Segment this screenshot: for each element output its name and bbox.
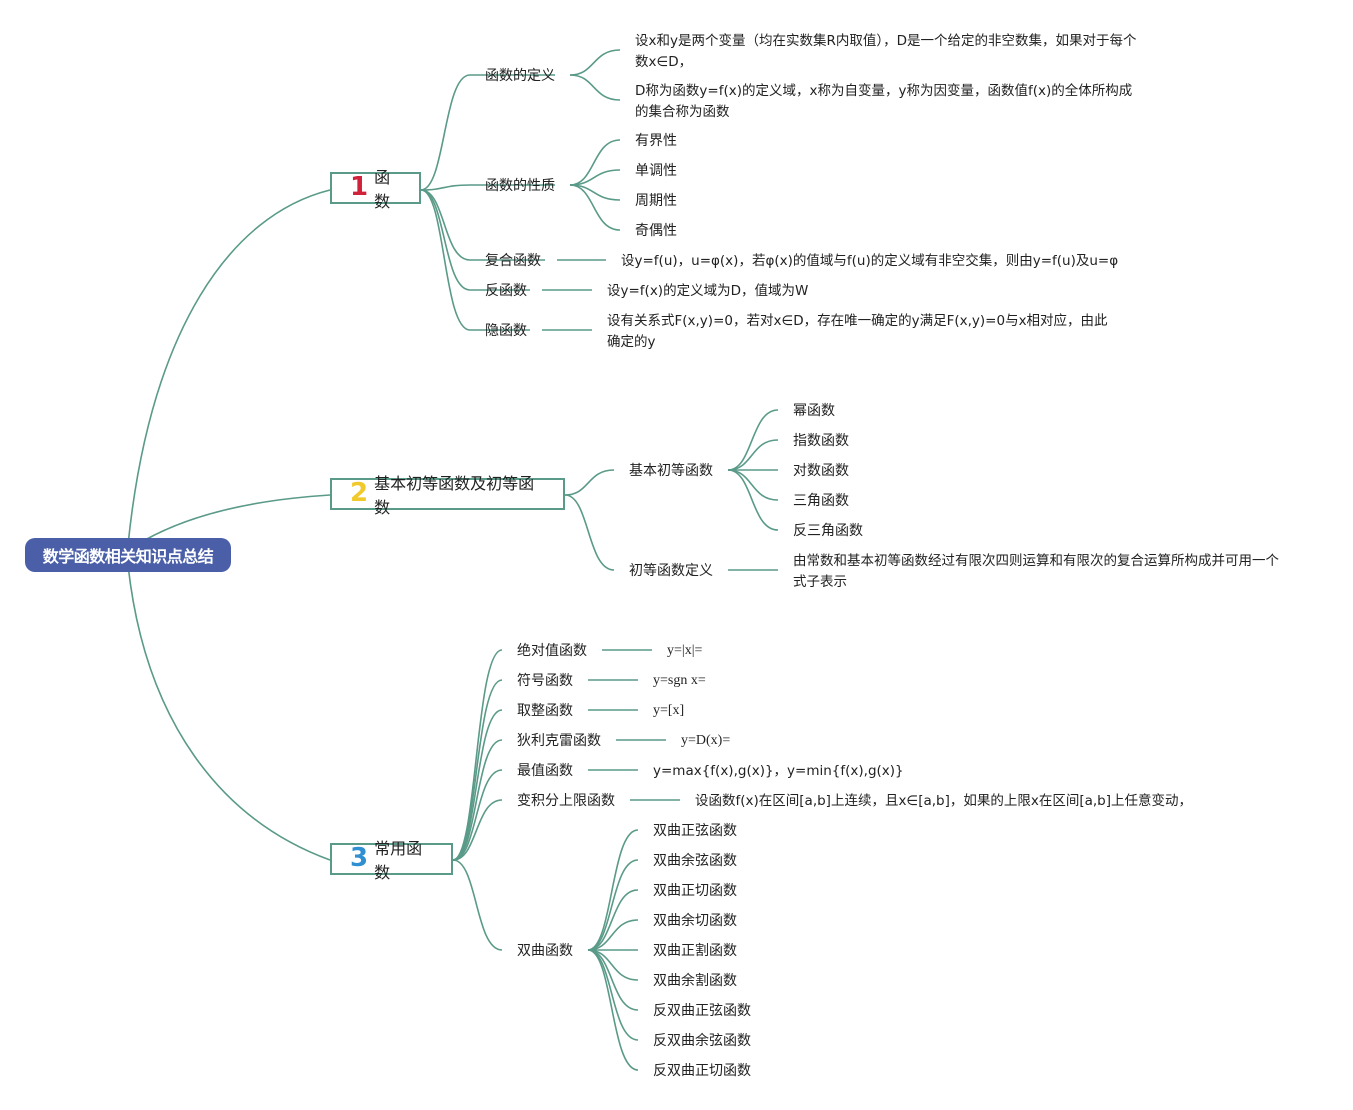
link-basic-0 [727,409,779,471]
number-1-icon: 1 [350,172,369,202]
topic-absolute-value-function[interactable]: 绝对值函数 [517,643,587,659]
topic-dirichlet-function[interactable]: 狄利克雷函数 [517,733,601,749]
elementary-definition-text: 由常数和基本初等函数经过有限次四则运算和有限次的复合运算所构成并可用一个式子表示 [793,553,1279,590]
topic-function-properties[interactable]: 函数的性质 [485,178,555,194]
hyperbolic-item[interactable]: 双曲余切函数 [653,913,737,929]
topic-sign-function[interactable]: 符号函数 [517,673,573,689]
hyperbolic-item[interactable]: 双曲余弦函数 [653,853,737,869]
dirichlet-formula: y=D(x)= [681,733,731,748]
hyperbolic-item[interactable]: 双曲正弦函数 [653,823,737,839]
link-b2-basic [564,469,615,496]
root-topic[interactable]: 数学函数相关知识点总结 [25,538,231,572]
hyperbolic-item[interactable]: 双曲正割函数 [653,943,737,959]
property-item[interactable]: 奇偶性 [635,223,677,239]
property-item[interactable]: 单调性 [635,163,677,179]
link-b1-implicit [420,189,530,331]
root-link-2 [144,494,331,541]
link-hyper-1 [587,859,639,951]
basic-function-item[interactable]: 指数函数 [793,433,849,449]
hyperbolic-item[interactable]: 反双曲正切函数 [653,1063,751,1079]
number-3-icon: 3 [350,843,369,873]
property-item[interactable]: 周期性 [635,193,677,209]
branch-3-common-functions[interactable]: 3 常用函数 [330,839,453,882]
topic-implicit-function[interactable]: 隐函数 [485,323,527,339]
link-def-2 [569,74,621,101]
link-basic-3 [727,469,779,501]
link-prop-0 [569,139,621,186]
topic-composite-function[interactable]: 复合函数 [485,253,541,269]
basic-function-item[interactable]: 反三角函数 [793,523,863,539]
floor-function-formula: y=[x] [653,703,685,718]
branch-1-function[interactable]: 1 函数 [330,168,421,211]
topic-floor-function[interactable]: 取整函数 [517,703,573,719]
implicit-function-text: 设有关系式F(x,y)=0，若对x∈D，存在唯一确定的y满足F(x,y)=0与x… [607,313,1108,350]
hyperbolic-item[interactable]: 反双曲余弦函数 [653,1033,751,1049]
link-b1-definition [420,74,555,191]
link-hyper-3 [587,919,639,951]
topic-hyperbolic-functions[interactable]: 双曲函数 [517,943,573,959]
link-b3-row-5 [452,799,503,861]
upper-limit-integral-text: 设函数f(x)在区间[a,b]上连续，且x∈[a,b]，如果的上限x在区间[a,… [695,793,1193,809]
link-basic-4 [727,469,779,531]
link-b1-inverse [420,189,530,291]
branch-3-label: 常用函数 [374,839,423,882]
hyperbolic-item[interactable]: 反双曲正弦函数 [653,1003,751,1019]
link-b3-row-4 [452,769,503,861]
max-min-formula: y=max{f(x),g(x)}，y=min{f(x),g(x)} [653,763,904,779]
link-basic-1 [727,439,779,471]
link-b3-row-1 [452,679,503,861]
topic-inverse-function[interactable]: 反函数 [485,283,527,299]
branch-2-elementary-functions[interactable]: 2 基本初等函数及初等函数 [330,474,565,517]
link-b1-properties [420,184,555,191]
link-hyper-7 [587,949,639,1041]
definition-text-2: D称为函数y=f(x)的定义域，x称为自变量，y称为因变量，函数值f(x)的全体… [635,83,1133,120]
link-hyper-8 [587,949,639,1071]
inverse-function-text: 设y=f(x)的定义域为D，值域为W [607,283,809,299]
absolute-value-formula: y=|x|= [667,643,703,658]
branch-2-label: 基本初等函数及初等函数 [374,474,535,517]
composite-function-text: 设y=f(u)，u=φ(x)，若φ(x)的值域与f(u)的定义域有非空交集，则由… [621,253,1119,269]
topic-basic-elementary-functions[interactable]: 基本初等函数 [629,463,713,479]
hyperbolic-item[interactable]: 双曲正切函数 [653,883,737,899]
link-b3-hyper [452,859,503,951]
topic-function-definition[interactable]: 函数的定义 [485,68,555,84]
topic-elementary-function-definition[interactable]: 初等函数定义 [629,563,713,579]
topic-variable-upper-limit-integral[interactable]: 变积分上限函数 [517,793,615,809]
property-item[interactable]: 有界性 [635,133,677,149]
number-2-icon: 2 [350,478,369,508]
basic-function-item[interactable]: 对数函数 [793,463,849,479]
basic-function-item[interactable]: 幂函数 [793,403,835,419]
link-prop-3 [569,184,621,231]
sign-function-formula: y=sgn x= [653,673,706,688]
basic-function-item[interactable]: 三角函数 [793,493,849,509]
link-b3-row-2 [452,709,503,861]
link-hyper-2 [587,889,639,951]
link-b1-composite [420,189,545,261]
link-hyper-0 [587,829,639,951]
link-def-1 [569,49,621,76]
link-b2-elem [564,494,615,571]
root-link-3 [127,564,331,861]
definition-text-1: 设x和y是两个变量（均在实数集R内取值），D是一个给定的非空数集，如果对于每个数… [635,33,1137,70]
branch-1-label: 函数 [374,168,391,211]
hyperbolic-item[interactable]: 双曲余割函数 [653,973,737,989]
topic-max-min-function[interactable]: 最值函数 [517,763,573,779]
link-b3-row-3 [452,739,503,861]
root-link-1 [127,189,331,546]
